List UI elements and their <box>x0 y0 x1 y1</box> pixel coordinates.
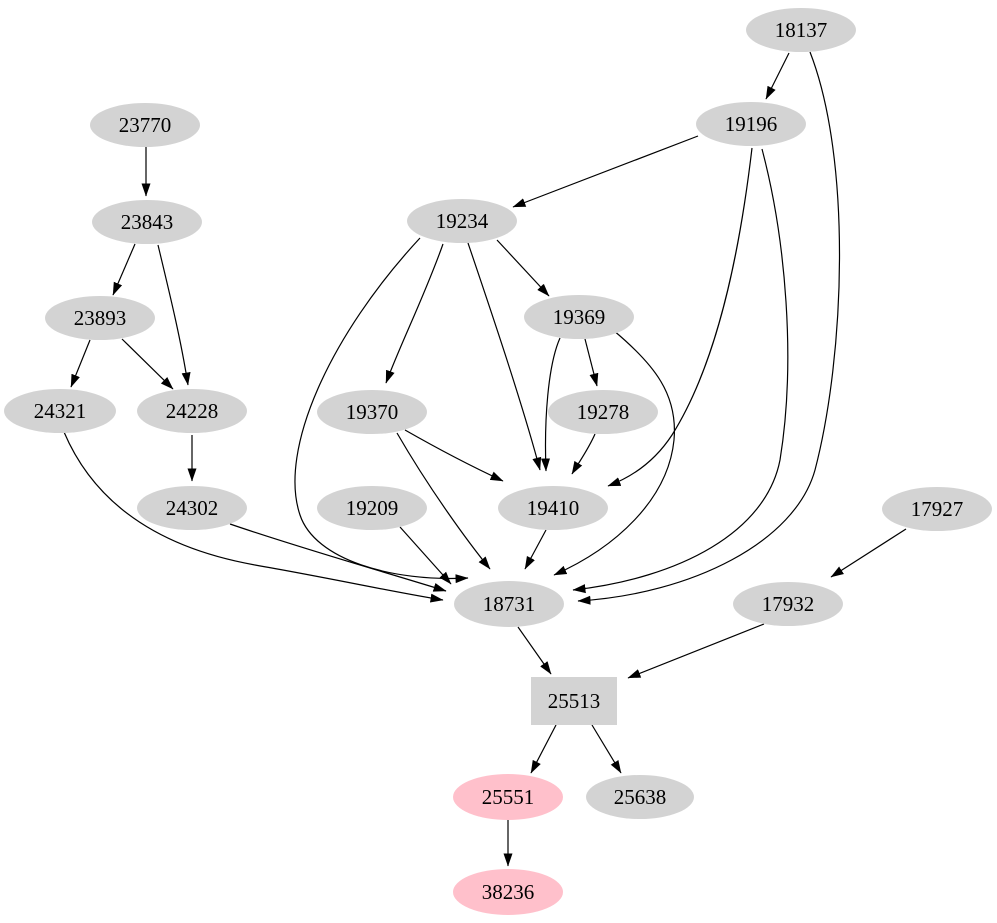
node-label-19196: 19196 <box>725 112 778 136</box>
edge-23893-24321 <box>70 339 91 388</box>
edge-19369-18731 <box>553 329 676 576</box>
node-shape-ellipse-25638 <box>586 775 694 819</box>
edge-19234-19410 <box>467 242 542 471</box>
node-19196: 19196 <box>696 102 806 146</box>
node-18137: 18137 <box>746 8 856 52</box>
node-shape-ellipse-19370 <box>317 390 427 434</box>
edge-24321-18731 <box>63 431 444 603</box>
node-19369: 19369 <box>524 295 634 339</box>
node-shape-ellipse-19196 <box>696 102 806 146</box>
node-25638: 25638 <box>586 775 694 819</box>
edge-24302-18731 <box>229 523 447 592</box>
node-label-25513: 25513 <box>548 689 601 713</box>
node-label-24228: 24228 <box>166 399 219 423</box>
node-24228: 24228 <box>137 389 247 433</box>
node-label-19410: 19410 <box>527 496 580 520</box>
node-shape-ellipse-23770 <box>90 103 200 147</box>
edge-18731-25513 <box>517 626 552 675</box>
node-shape-ellipse-18731 <box>454 581 564 627</box>
edge-19209-18731 <box>399 526 452 585</box>
node-shape-ellipse-19209 <box>317 486 427 530</box>
node-label-25638: 25638 <box>614 785 667 809</box>
node-shape-ellipse-19369 <box>524 295 634 339</box>
edge-17927-17932 <box>830 528 907 578</box>
node-shape-ellipse-23843 <box>92 200 202 244</box>
node-19209: 19209 <box>317 486 427 530</box>
edge-19234-18731 <box>294 237 469 584</box>
edge-23843-23893 <box>112 243 136 296</box>
edge-19234-19370 <box>385 243 444 384</box>
node-shape-ellipse-19410 <box>498 486 608 530</box>
node-shape-ellipse-19278 <box>548 390 658 434</box>
node-shape-ellipse-24321 <box>4 389 116 433</box>
node-label-19209: 19209 <box>346 496 399 520</box>
edge-25513-25638 <box>591 724 622 774</box>
node-shape-ellipse-38236 <box>453 869 563 915</box>
edge-23893-24228 <box>121 338 174 390</box>
node-25513: 25513 <box>531 677 617 725</box>
node-24302: 24302 <box>137 486 247 530</box>
node-23893: 23893 <box>45 296 155 340</box>
node-shape-ellipse-24302 <box>137 486 247 530</box>
node-label-19278: 19278 <box>577 400 630 424</box>
edge-25513-25551 <box>530 724 557 774</box>
node-label-17927: 17927 <box>911 497 964 521</box>
node-24321: 24321 <box>4 389 116 433</box>
edge-19410-18731 <box>524 529 547 570</box>
nodes-layer: 18137 19196 23770 23843 19234 23893 19369 24321… <box>4 8 992 915</box>
node-shape-ellipse-19234 <box>407 199 517 243</box>
edge-18137-19196 <box>765 52 790 100</box>
node-shape-ellipse-23893 <box>45 296 155 340</box>
edge-19370-19410 <box>404 429 504 482</box>
node-38236: 38236 <box>453 869 563 915</box>
node-19370: 19370 <box>317 390 427 434</box>
node-23770: 23770 <box>90 103 200 147</box>
node-label-25551: 25551 <box>482 785 535 809</box>
node-label-19234: 19234 <box>436 209 489 233</box>
edge-19196-19410 <box>607 147 753 487</box>
edge-19196-18731 <box>572 148 789 594</box>
node-19410: 19410 <box>498 486 608 530</box>
edge-19369-19278 <box>584 338 599 387</box>
node-17927: 17927 <box>882 487 992 531</box>
node-label-18137: 18137 <box>775 18 828 42</box>
node-label-24321: 24321 <box>34 399 87 423</box>
node-label-24302: 24302 <box>166 496 219 520</box>
node-label-38236: 38236 <box>482 880 535 904</box>
edge-19234-19369 <box>496 239 550 297</box>
edge-19278-19410 <box>571 433 596 475</box>
node-label-19370: 19370 <box>346 400 399 424</box>
node-23843: 23843 <box>92 200 202 244</box>
edge-18137-18731 <box>577 51 841 605</box>
node-label-18731: 18731 <box>483 592 536 616</box>
node-19234: 19234 <box>407 199 517 243</box>
edge-17932-25513 <box>627 623 765 679</box>
node-label-17932: 17932 <box>762 592 815 616</box>
node-17932: 17932 <box>733 582 843 626</box>
node-19278: 19278 <box>548 390 658 434</box>
node-shape-ellipse-25551 <box>453 774 563 820</box>
node-label-23843: 23843 <box>121 210 174 234</box>
edge-23843-24228 <box>157 244 191 386</box>
edge-19370-18731 <box>396 432 491 570</box>
node-shape-ellipse-18137 <box>746 8 856 52</box>
node-25551: 25551 <box>453 774 563 820</box>
node-18731: 18731 <box>454 581 564 627</box>
node-label-23893: 23893 <box>74 306 127 330</box>
node-shape-rect-25513 <box>531 677 617 725</box>
edges-layer <box>63 51 907 867</box>
node-shape-ellipse-17927 <box>882 487 992 531</box>
node-shape-ellipse-24228 <box>137 389 247 433</box>
node-label-23770: 23770 <box>119 113 172 137</box>
node-shape-ellipse-17932 <box>733 582 843 626</box>
node-label-19369: 19369 <box>553 305 606 329</box>
edge-19196-19234 <box>512 135 699 208</box>
edge-19369-19410 <box>541 337 561 472</box>
